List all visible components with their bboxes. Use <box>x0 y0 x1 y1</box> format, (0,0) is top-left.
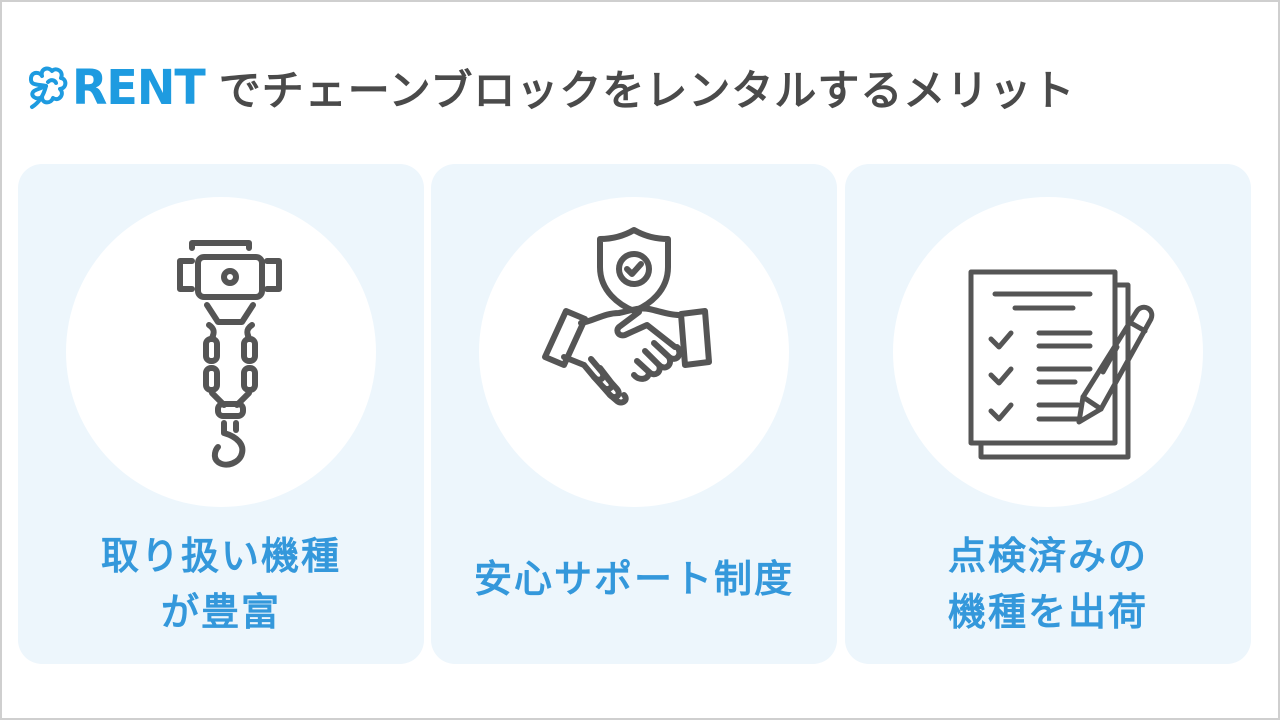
clover-icon <box>28 66 68 109</box>
card-label-line: 取り扱い機種 <box>100 534 341 578</box>
card-label-line: 機種を出荷 <box>947 590 1148 634</box>
logo-wordmark: RENT <box>72 58 206 116</box>
handshake-shield-icon <box>542 227 712 406</box>
card-label: 点検済みの 機種を出荷 <box>845 524 1251 644</box>
card-inspected-equipment: 点検済みの 機種を出荷 <box>845 164 1251 664</box>
page-title: でチェーンブロックをレンタルするメリット <box>218 65 1076 115</box>
card-support-system: 安心サポート制度 <box>431 164 837 664</box>
icon-circle <box>893 197 1203 507</box>
card-label-line: 点検済みの <box>947 534 1148 578</box>
card-label: 安心サポート制度 <box>431 519 837 639</box>
header: RENT でチェーンブロックをレンタルするメリット <box>24 52 1075 122</box>
card-label-line: が豊富 <box>160 590 281 634</box>
icon-circle <box>479 197 789 507</box>
card-label-line: 安心サポート制度 <box>473 557 794 601</box>
icon-circle <box>66 197 376 507</box>
card-wide-selection: 取り扱い機種 が豊富 <box>18 164 424 664</box>
rent-logo: RENT <box>24 58 206 116</box>
checklist-pencil-icon <box>968 269 1155 460</box>
chain-hoist-icon <box>177 240 282 468</box>
card-label: 取り扱い機種 が豊富 <box>18 524 424 644</box>
